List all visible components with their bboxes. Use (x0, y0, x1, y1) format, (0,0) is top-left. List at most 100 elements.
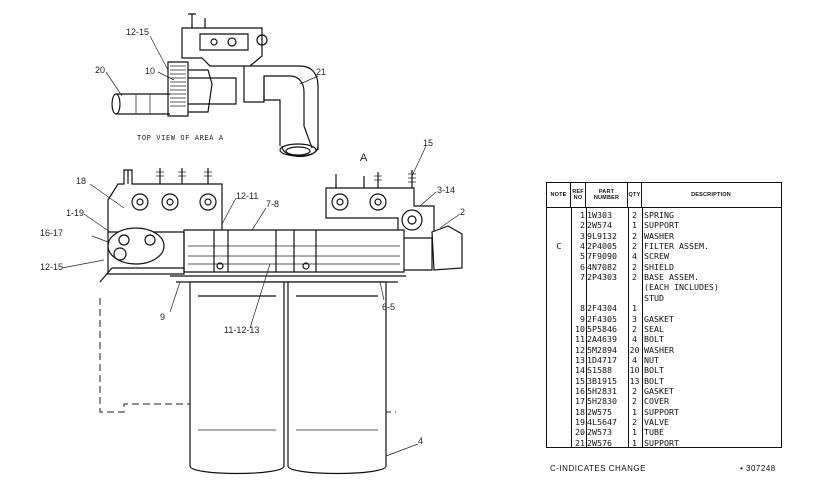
cell-qty: 2 (632, 323, 637, 334)
callout-label: 9 (160, 312, 165, 322)
cell-desc: BASE ASSEM. (644, 272, 699, 283)
cell-ref: 14 (575, 365, 585, 376)
header-qty: QTY (628, 183, 642, 207)
cell-qty: 10 (629, 365, 640, 376)
cell-desc: SHIELD (644, 261, 674, 272)
cell-ref: 9 (580, 313, 585, 324)
cell-part: 5P5846 (587, 323, 617, 334)
cell-part: 4L5647 (587, 417, 617, 427)
cell-ref: 1 (580, 210, 585, 220)
table-header: NOTE REF NO PART NUMBER QTY DESCRIPTION (547, 183, 781, 208)
callout-label: 12-11 (236, 191, 258, 201)
cell-part: 1D4717 (587, 354, 617, 365)
cell-desc: NUT (644, 354, 659, 365)
cell-qty: 2 (632, 417, 637, 427)
leader-lines (61, 35, 461, 457)
callout-label: 10 (145, 66, 155, 76)
cell-part: 2W575 (587, 406, 612, 417)
cell-ref: 6 (580, 261, 585, 272)
cell-part: 2F4304 (587, 303, 617, 314)
cell-ref: 18 (575, 406, 585, 417)
sheet-number: • 307248 (740, 464, 776, 473)
cell-ref: 19 (575, 417, 585, 427)
exploded-view-drawing: TOP VIEW OF AREA A A (40, 13, 465, 475)
cell-qty: 1 (632, 220, 637, 231)
cell-ref: 20 (575, 427, 585, 438)
cell-desc: SUPPORT (644, 406, 679, 417)
cell-desc: SCREW (644, 251, 669, 262)
cell-desc: (EACH INCLUDES) (644, 282, 719, 293)
cell-qty: 2 (632, 272, 637, 283)
header-ref-no: REF NO (571, 183, 586, 207)
cell-qty: 13 (629, 375, 640, 386)
header-part-number: PART NUMBER (586, 183, 628, 207)
column-divider (571, 207, 572, 447)
callout-label: 7-8 (266, 199, 279, 209)
cell-part: 5H2831 (587, 385, 617, 396)
column-divider (586, 207, 587, 447)
column-divider (642, 207, 643, 447)
header-description: DESCRIPTION (691, 192, 731, 198)
cell-ref: 11 (575, 334, 585, 345)
cell-desc: COVER (644, 396, 669, 407)
cell-qty: 1 (632, 406, 637, 417)
cell-desc: BOLT (644, 375, 664, 386)
cell-note: C (556, 241, 562, 252)
cell-ref: 7 (580, 272, 585, 283)
cell-ref: 12 (575, 344, 585, 355)
callout-label: 1-19 (66, 208, 84, 218)
cell-qty: 2 (632, 210, 637, 220)
cell-ref: 8 (580, 303, 585, 314)
cell-qty: 2 (632, 230, 637, 241)
cell-desc: STUD (644, 292, 664, 303)
cell-part: 2P4303 (587, 272, 617, 283)
cell-qty: 3 (632, 313, 637, 324)
cell-part: 2F4305 (587, 313, 617, 324)
callout-label: 15 (423, 138, 433, 148)
cell-desc: SPRING (644, 210, 674, 220)
cell-part: 5H2830 (587, 396, 617, 407)
cell-qty: 4 (632, 334, 637, 345)
cell-part: 2W573 (587, 427, 612, 438)
cell-qty: 1 (632, 437, 637, 448)
cell-desc: VALVE (644, 417, 669, 427)
cell-qty: 2 (632, 396, 637, 407)
cell-qty: 20 (629, 344, 640, 355)
cell-part: 5M2894 (587, 344, 617, 355)
callout-label: 4 (418, 436, 423, 446)
cell-part: 2W576 (587, 437, 612, 448)
cell-part: 7F9090 (587, 251, 617, 262)
cell-ref: 4 (580, 241, 585, 252)
header-note: NOTE (547, 183, 571, 207)
table-row: (EACH INCLUDES) (547, 282, 781, 292)
cell-desc: SUPPORT (644, 220, 679, 231)
cell-desc: GASKET (644, 313, 674, 324)
table-row: STUD (547, 293, 781, 303)
cell-desc: WASHER (644, 344, 674, 355)
view-marker-a: A (360, 152, 368, 164)
parts-list-table: NOTE REF NO PART NUMBER QTY DESCRIPTION … (546, 182, 782, 448)
cell-ref: 21 (575, 437, 585, 448)
callout-label: 11-12-13 (224, 325, 259, 335)
cell-desc: BOLT (644, 365, 664, 376)
cell-desc: TUBE (644, 427, 664, 438)
cell-qty: 4 (632, 354, 637, 365)
cell-ref: 17 (575, 396, 585, 407)
filter-assembly (99, 168, 463, 475)
cell-ref: 10 (575, 323, 585, 334)
